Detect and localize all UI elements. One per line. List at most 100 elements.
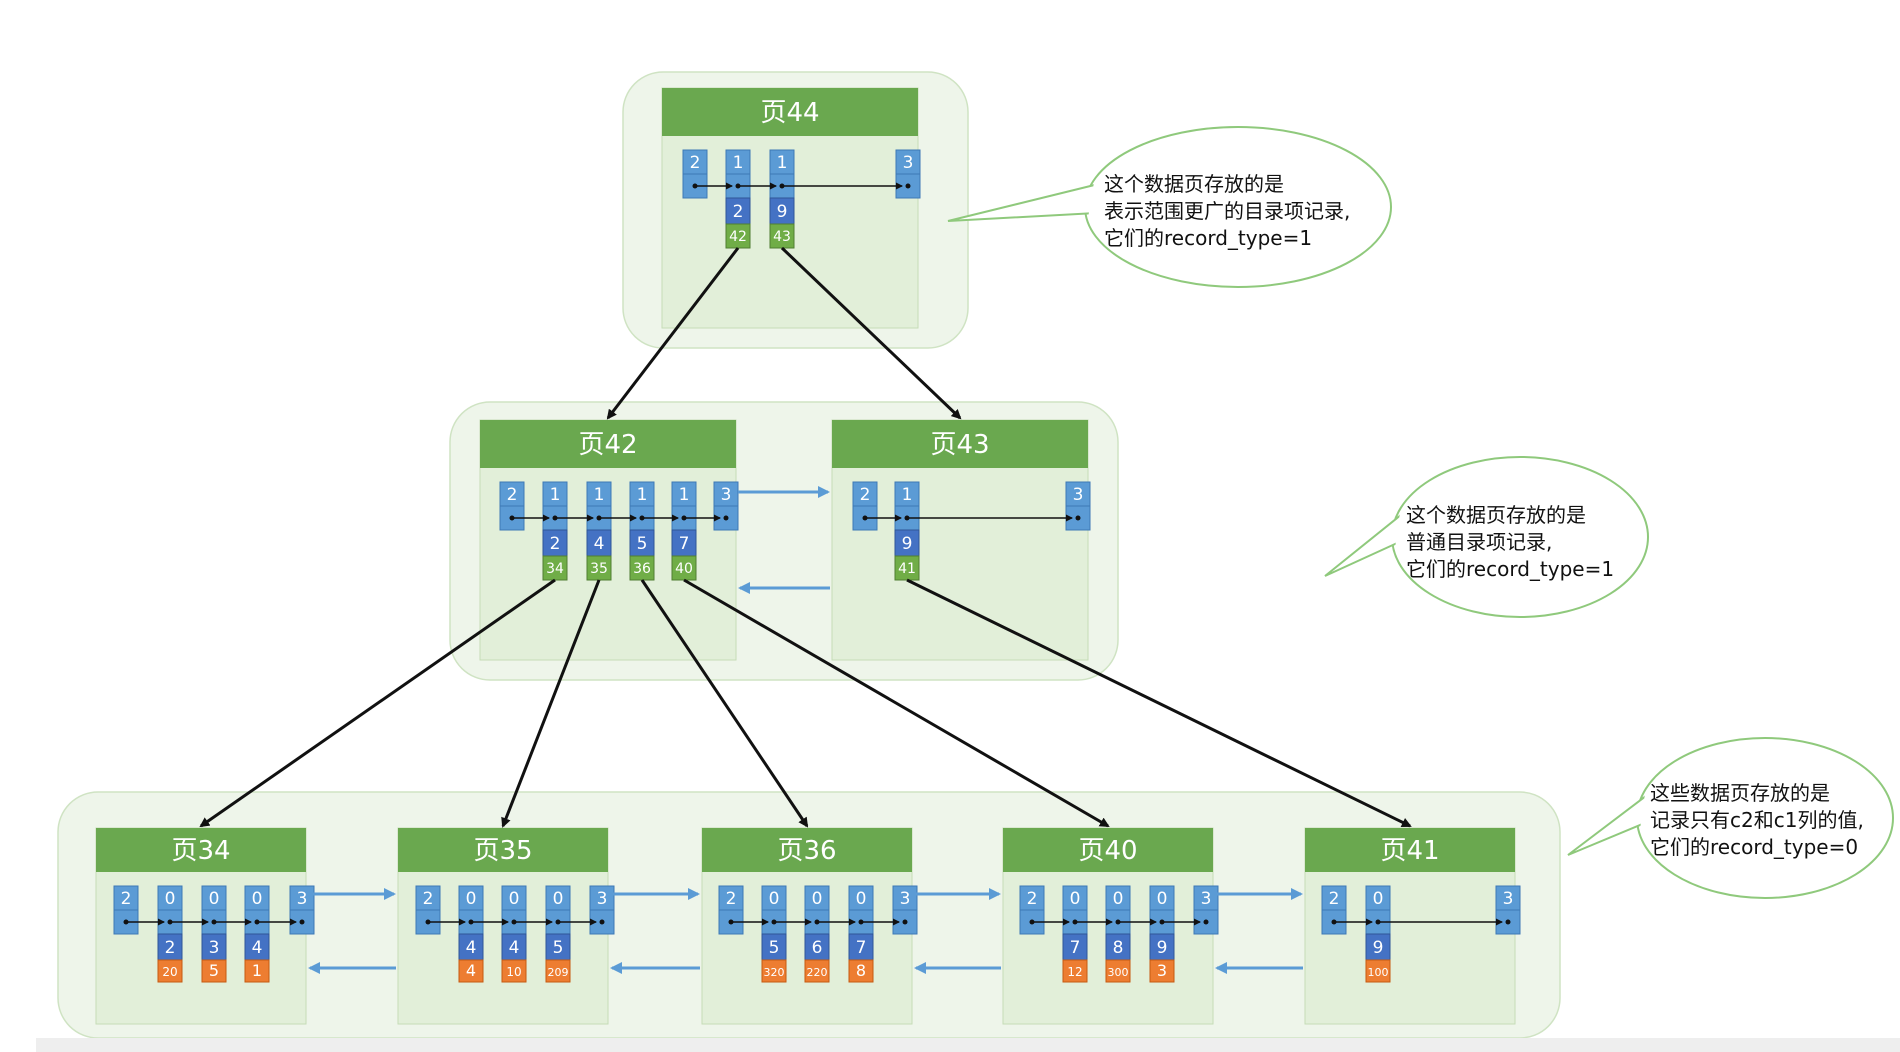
next-record-dot [299,919,305,925]
record-key-value: 8 [1113,938,1124,958]
child-page-link [640,579,809,828]
record-type-label: 2 [121,889,132,909]
page-header [662,88,918,136]
next-record-dot [862,515,868,521]
record-key-cell [629,529,655,557]
record-type-3: 3 [1495,885,1521,935]
callout-tail [1567,795,1647,856]
record-page-pointer: 36 [633,561,651,577]
record-type-2: 2 [682,149,708,199]
record-type-3: 3 [1065,481,1091,531]
record-key-value: 7 [856,938,867,958]
child-page-link [606,247,740,420]
page-title: 页42 [578,430,637,460]
record-type-label: 3 [1201,889,1212,909]
page-title: 页35 [473,836,532,866]
child-page-link [780,246,962,420]
next-record-dot [1203,919,1209,925]
child-page-link [501,579,601,828]
next-record-dot [771,919,777,925]
record-type-label: 0 [165,889,176,909]
record-page-pointer: 34 [546,561,564,577]
record-value-cell [201,959,227,983]
record-key-value: 7 [679,534,690,554]
callout-line: 它们的record_type=0 [1650,835,1858,859]
record-page-pointer-cell [894,555,920,581]
page-header [1305,828,1515,872]
record-type-label: 0 [252,889,263,909]
record-value-cell [1149,959,1175,983]
next-record-dot [779,183,785,189]
record-key-value: 2 [733,202,744,222]
record-key-cell [501,933,527,961]
record-value-cell [458,959,484,983]
record-type-label: 0 [856,889,867,909]
record-key-value: 9 [777,202,788,222]
next-record-dot [555,919,561,925]
next-record-dot [902,919,908,925]
record-key-value: 2 [550,534,561,554]
record-key-value: 5 [637,534,648,554]
record-page-pointer-cell [769,223,795,249]
next-record-dot [211,919,217,925]
record-key-value: 4 [509,938,520,958]
record-type-0: 044 [458,885,484,983]
record-type-label: 1 [679,485,690,505]
record-key-value: 4 [594,534,605,554]
record-type-label: 1 [777,153,788,173]
page-title: 页34 [171,836,230,866]
record-type-label: 2 [860,485,871,505]
record-value: 5 [209,961,219,980]
record-type-0: 093 [1149,885,1175,983]
callout-tail [947,183,1096,222]
record-type-label: 2 [690,153,701,173]
record-type-label: 3 [1073,485,1084,505]
next-record-dot [596,515,602,521]
next-record-dot [735,183,741,189]
record-key-cell [804,933,830,961]
record-key-cell [244,933,270,961]
record-type-label: 3 [597,889,608,909]
page-title: 页40 [1078,836,1137,866]
record-value: 220 [807,966,828,979]
next-record-dot [552,515,558,521]
record-page-pointer-cell [629,555,655,581]
record-key-cell [1149,933,1175,961]
callout-line: 记录只有c2和c1列的值, [1650,808,1864,832]
record-page-pointer-cell [586,555,612,581]
next-record-dot [858,919,864,925]
record-key-cell [671,529,697,557]
callout-line: 这个数据页存放的是 [1406,503,1586,527]
record-type-label: 3 [1503,889,1514,909]
record-value: 4 [466,961,476,980]
next-record-dot [904,515,910,521]
record-key-value: 3 [209,938,220,958]
record-key-value: 9 [1157,938,1168,958]
next-record-dot [1159,919,1165,925]
record-value-cell [501,959,527,983]
bottom-scroll-strip [36,1038,1900,1052]
callout-line: 表示范围更广的目录项记录, [1104,199,1350,223]
record-value: 12 [1067,965,1082,979]
next-record-dot [1075,515,1081,521]
record-page-pointer: 40 [675,561,693,577]
record-type-2: 2 [852,481,878,531]
next-record-dot [639,515,645,521]
record-key-cell [545,933,571,961]
record-key-value: 6 [812,938,823,958]
record-page-pointer: 42 [729,229,747,245]
record-type-2: 2 [113,885,139,935]
page-header [1003,828,1213,872]
